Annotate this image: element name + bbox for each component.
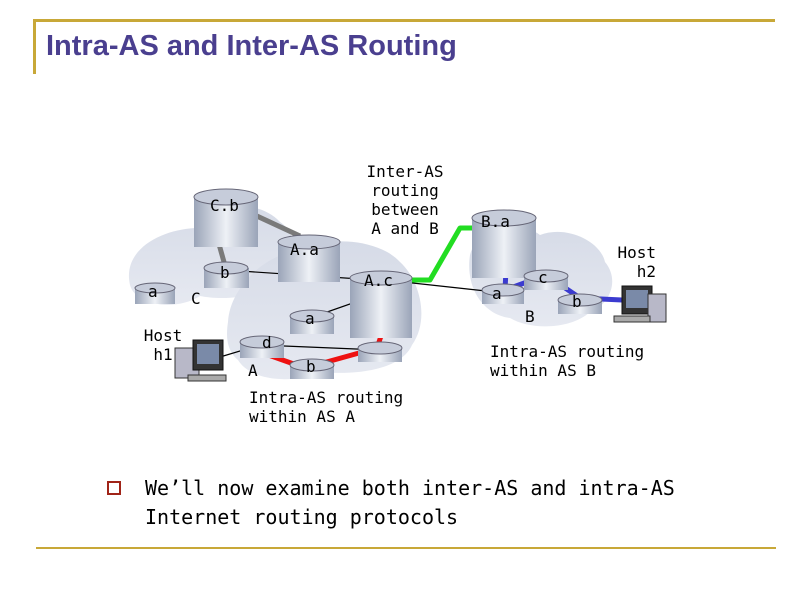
- host-h2-computer-icon: [613, 285, 667, 323]
- router-c-a: [134, 282, 176, 304]
- bottom-rule: [36, 547, 776, 549]
- note-inter-as-line2: routing: [371, 181, 439, 200]
- router-b-c: [523, 269, 569, 290]
- host-h2-line2: h2: [636, 262, 656, 281]
- label-host-h2: Host h2: [610, 243, 656, 281]
- note-inter-as-line3: between: [371, 200, 439, 219]
- bullet-square-icon: [107, 481, 121, 495]
- router-a-d: [239, 335, 285, 358]
- title-rule-top: [34, 19, 775, 22]
- note-inter-as: Inter-AS routing between A and B: [358, 162, 452, 238]
- label-router-c-b: b: [220, 263, 230, 282]
- note-intra-a-line1: Intra-AS routing: [249, 388, 404, 407]
- router-a-b: [289, 358, 335, 379]
- router-aa: [277, 234, 341, 282]
- host-h1-computer-icon: [174, 339, 227, 382]
- router-c-b: [203, 261, 249, 288]
- note-inter-as-line1: Inter-AS: [366, 162, 444, 181]
- label-router-a-b: b: [306, 357, 316, 376]
- note-intra-b-line2: within AS B: [490, 361, 596, 380]
- router-ac: [349, 270, 413, 338]
- label-host-h1: Host h1: [135, 326, 191, 364]
- label-as-a: A: [248, 361, 258, 380]
- label-as-b: B: [525, 307, 535, 326]
- bullet-text: We’ll now examine both inter-AS and intr…: [145, 476, 675, 529]
- label-router-b-b: b: [572, 292, 582, 311]
- note-intra-b-line1: Intra-AS routing: [490, 342, 645, 361]
- note-intra-b: Intra-AS routing within AS B: [490, 342, 644, 380]
- label-router-b-a: a: [492, 284, 502, 303]
- note-intra-a: Intra-AS routing within AS A: [249, 388, 403, 426]
- router-b-a: [481, 283, 525, 304]
- slide-title: Intra-AS and Inter-AS Routing: [46, 30, 457, 62]
- router-a-a: [289, 309, 335, 334]
- note-inter-as-line4: A and B: [371, 219, 439, 238]
- router-cb: [193, 188, 259, 247]
- note-intra-a-line2: within AS A: [249, 407, 355, 426]
- title-rule-left: [33, 19, 36, 74]
- label-router-ba: B.a: [481, 212, 510, 231]
- router-ba: [471, 209, 537, 278]
- router-b-b: [557, 293, 603, 314]
- label-router-cb: C.b: [210, 196, 239, 215]
- host-h1-line2: h1: [153, 345, 173, 364]
- label-as-c: C: [191, 289, 201, 308]
- label-router-aa: A.a: [290, 240, 319, 259]
- label-router-ac: A.c: [364, 271, 393, 290]
- host-h1-line1: Host: [143, 326, 183, 345]
- label-router-a-a: a: [305, 309, 315, 328]
- label-router-b-c: c: [538, 268, 548, 287]
- label-router-a-d: d: [262, 333, 272, 352]
- router-a-e: [357, 341, 403, 362]
- label-router-c-a: a: [148, 282, 158, 301]
- host-h2-line1: Host: [617, 243, 656, 262]
